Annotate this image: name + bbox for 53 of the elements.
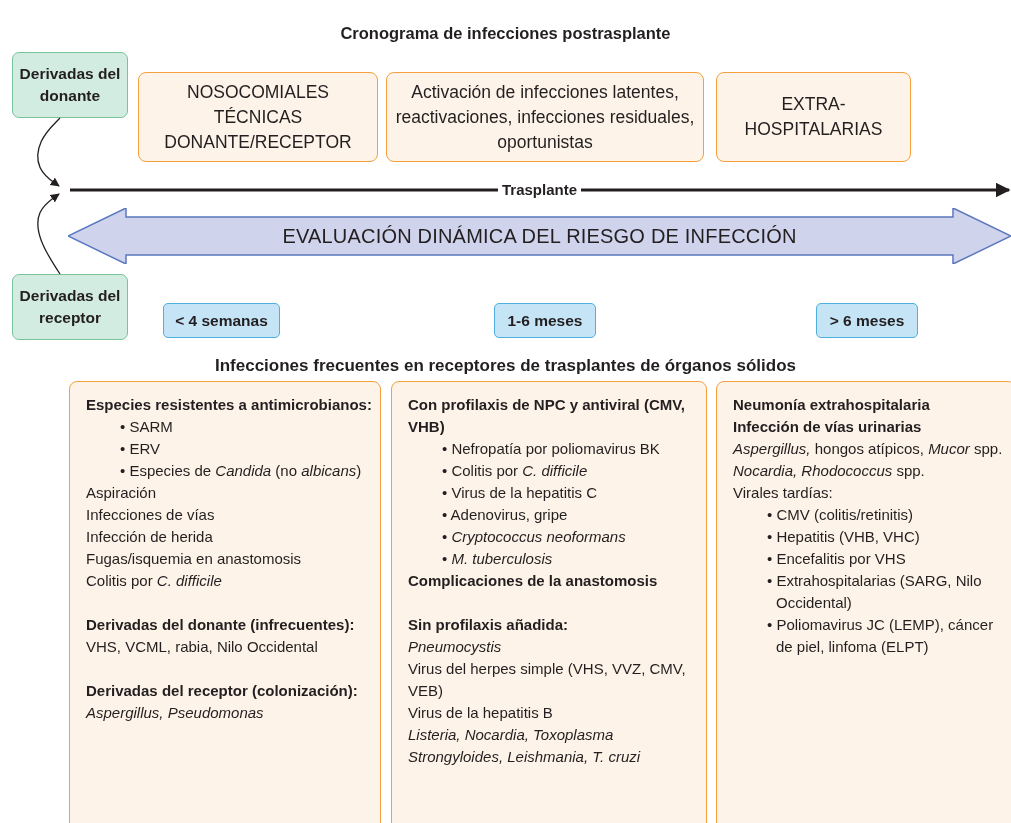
- list-item: Virus de la hepatitis B: [408, 703, 554, 723]
- group-heading: Especies resistentes a antimicrobianos:: [86, 395, 372, 415]
- category-box: NOSOCOMIALES TÉCNICAS DONANTE/RECEPTOR: [138, 72, 378, 162]
- curved-arrow: [37, 117, 61, 187]
- group-heading: Derivadas del receptor (colonización):: [86, 681, 359, 701]
- list-item: Listeria, Nocardia, Toxoplasma: [408, 725, 615, 745]
- group-heading: Con profilaxis de NPC y antiviral (CMV, VHB): [408, 395, 686, 437]
- group-heading: Complicaciones de la anastomosis: [408, 571, 659, 591]
- list-item: Nocardia, Rhodococcus spp.: [733, 461, 926, 481]
- list-item: Pneumocystis: [408, 637, 503, 657]
- list-item: Infecciones de vías: [86, 505, 216, 525]
- bullet-item: • Virus de la hepatitis C: [441, 483, 599, 503]
- bullet-item: • Cryptococcus neoformans: [441, 527, 627, 547]
- group-heading: Derivadas del donante (infrecuentes):: [86, 615, 356, 635]
- bullet-item: • Encefalitis por VHS: [766, 549, 907, 569]
- bullet-item: • CMV (colitis/retinitis): [766, 505, 915, 525]
- bullet-item: • Poliomavirus JC (LEMP), cáncer de piel, linfoma (ELPT): [766, 615, 995, 657]
- list-item: Infección de herida: [86, 527, 214, 547]
- bullet-item: • Nefropatía por poliomavirus BK: [441, 439, 661, 459]
- list-item: Aspergillus, hongos atípicos, Mucor spp.: [733, 439, 1004, 459]
- list-item: VHS, VCML, rabia, Nilo Occidental: [86, 637, 319, 657]
- bullet-item: • Hepatitis (VHB, VHC): [766, 527, 921, 547]
- source-box: Derivadas del donante: [12, 52, 128, 118]
- list-item: Virus del herpes simple (VHS, VVZ, CMV, VEB): [408, 659, 687, 701]
- list-item: Fugas/isquemia en anastomosis: [86, 549, 303, 569]
- category-box: EXTRA- HOSPITALARIAS: [716, 72, 911, 162]
- infection-panel: [391, 381, 707, 823]
- category-box: Activación de infecciones latentes, reactivaciones, infecciones residuales, oportunistas: [386, 72, 704, 162]
- list-item: Aspergillus, Pseudomonas: [86, 703, 265, 723]
- bullet-item: • M. tuberculosis: [441, 549, 554, 569]
- source-box: Derivadas del receptor: [12, 274, 128, 340]
- list-item: Virales tardías:: [733, 483, 834, 503]
- period-tag: > 6 meses: [816, 303, 918, 338]
- bullet-item: • Extrahospitalarias (SARG, Nilo Occidental): [766, 571, 983, 613]
- list-item: Aspiración: [86, 483, 158, 503]
- bullet-item: • Especies de Candida (no albicans): [119, 461, 363, 481]
- group-heading: Sin profilaxis añadida:: [408, 615, 570, 635]
- bullet-item: • SARM: [119, 417, 174, 437]
- bullet-item: • ERV: [119, 439, 161, 459]
- period-tag: < 4 semanas: [163, 303, 280, 338]
- group-heading: Neumonía extrahospitalaria: [733, 395, 931, 415]
- bullet-item: • Adenovirus, gripe: [441, 505, 569, 525]
- list-item: Strongyloides, Leishmania, T. cruzi: [408, 747, 642, 767]
- diagram-title: Cronograma de infecciones postrasplante: [339, 24, 672, 43]
- infection-panel: [69, 381, 381, 823]
- period-tag: 1-6 meses: [494, 303, 596, 338]
- list-item: Colitis por C. difficile: [86, 571, 223, 591]
- section-heading: Infecciones frecuentes en receptores de trasplantes de órganos sólidos: [214, 356, 797, 376]
- group-heading: Infección de vías urinarias: [733, 417, 923, 437]
- bullet-item: • Colitis por C. difficile: [441, 461, 589, 481]
- arrow-label: EVALUACIÓN DINÁMICA DEL RIESGO DE INFECCIÓN: [282, 224, 797, 248]
- infection-panel: [716, 381, 1011, 823]
- curved-arrow: [37, 193, 61, 275]
